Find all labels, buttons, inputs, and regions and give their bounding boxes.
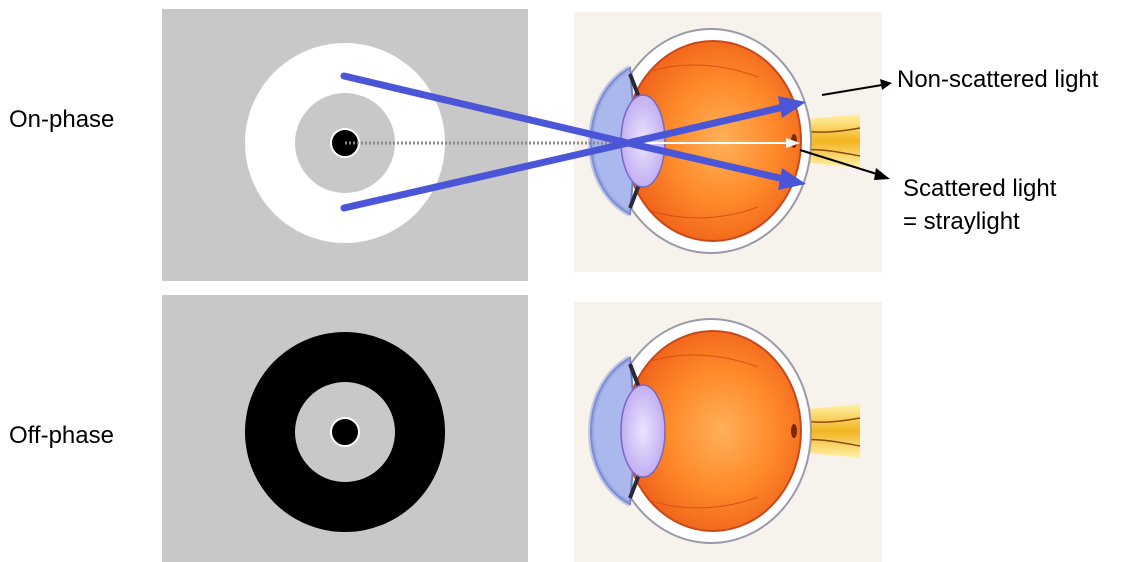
non-scattered-light-label: Non-scattered light (897, 63, 1098, 96)
on-phase-label: On-phase (9, 106, 114, 134)
off-phase-stimulus (162, 295, 528, 562)
off-phase-center-spot (331, 418, 359, 446)
straylight-label: = straylight (903, 205, 1020, 238)
scattered-light-label: Scattered light (903, 172, 1056, 205)
on-phase-stimulus (162, 9, 528, 281)
off-phase-label: Off-phase (9, 422, 114, 450)
non-scattered-pointer-arrowhead (880, 79, 892, 90)
off-phase-eye-panel (574, 302, 882, 562)
